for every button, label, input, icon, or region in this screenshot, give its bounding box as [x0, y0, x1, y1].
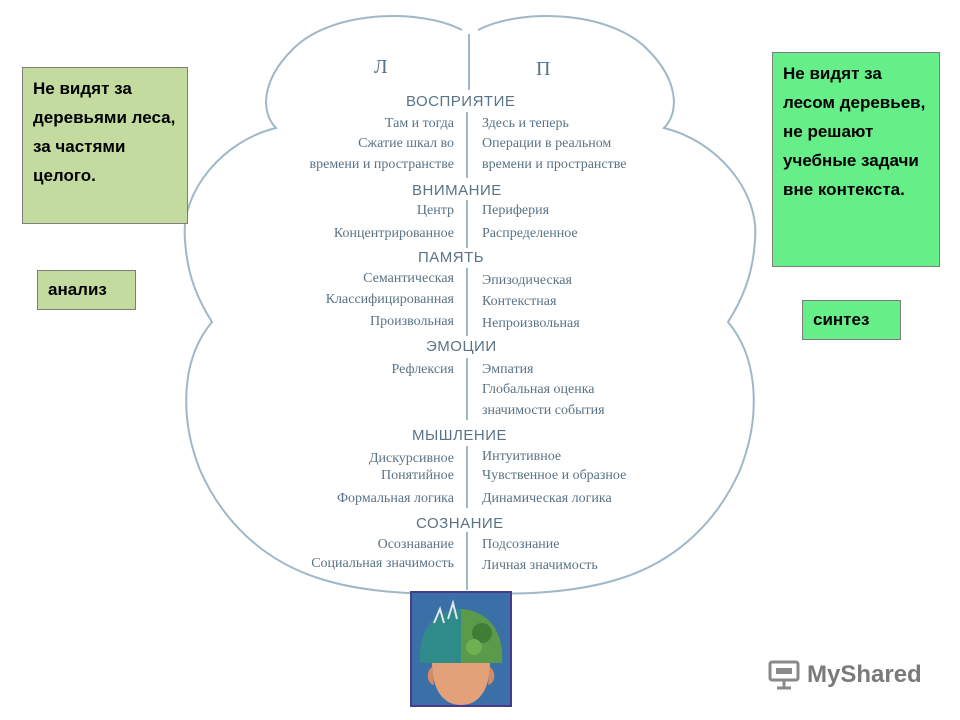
consciousness-left-item: Осознавание [377, 537, 454, 552]
consciousness-right-item: Личная значимость [482, 558, 598, 573]
brain-illustration-image [410, 591, 512, 707]
thinking-left-item: Дискурсивное [368, 451, 454, 466]
memory-left-item: Произвольная [370, 314, 454, 329]
memory-left-item: Семантическая [363, 271, 454, 286]
watermark-text: MyShared [807, 661, 922, 688]
thinking-right-item: Интуитивное [482, 449, 562, 464]
synthesis-label: синтез [802, 300, 901, 340]
perception-right-item: Операции в реальном [482, 136, 612, 151]
perception-left-item: Там и тогда [384, 116, 454, 131]
thinking-right-item: Динамическая логика [482, 491, 612, 506]
memory-right-item: Контекстная [482, 294, 557, 309]
perception-left-item: времени и пространстве [309, 157, 455, 172]
emotions-left-item: Рефлексия [391, 362, 454, 377]
section-heading-thinking: МЫШЛЕНИЕ [412, 427, 507, 444]
attention-left-item: Центр [416, 203, 454, 218]
consciousness-right-item: Подсознание [482, 537, 560, 552]
section-heading-emotions: ЭМОЦИИ [426, 338, 497, 355]
left-hemisphere-note: Не видят за деревьями леса, за частями ц… [22, 67, 188, 224]
section-heading-consciousness: СОЗНАНИЕ [416, 515, 504, 532]
attention-right-item: Распределенное [482, 226, 578, 241]
memory-right-item: Эпизодическая [482, 273, 572, 288]
perception-left-item: Сжатие шкал во [358, 136, 454, 151]
emotions-right-item: Эмпатия [482, 362, 534, 377]
perception-right-item: Здесь и теперь [482, 116, 569, 131]
myshared-watermark: MyShared [767, 655, 922, 695]
section-heading-perception: ВОСПРИЯТИЕ [406, 93, 516, 110]
thinking-left-item: Понятийное [380, 468, 454, 483]
right-hemisphere-note: Не видят за лесом деревьев, не решают уч… [772, 52, 940, 267]
section-heading-memory: ПАМЯТЬ [418, 249, 485, 266]
right-hemisphere-marker: П [536, 58, 551, 80]
emotions-right-item: значимости события [482, 403, 605, 418]
thinking-right-item: Чувственное и образное [482, 468, 627, 483]
memory-right-item: Непроизвольная [482, 316, 580, 331]
consciousness-left-item: Социальная значимость [311, 556, 454, 571]
section-heading-attention: ВНИМАНИЕ [412, 182, 502, 199]
analysis-label: анализ [37, 270, 136, 310]
memory-left-item: Классифицированная [325, 292, 454, 307]
left-hemisphere-marker: Л [374, 56, 388, 78]
emotions-right-item: Глобальная оценка [482, 382, 595, 397]
presentation-screen-icon [768, 660, 800, 690]
thinking-left-item: Формальная логика [337, 491, 454, 506]
perception-right-item: времени и пространстве [482, 157, 627, 172]
attention-right-item: Периферия [482, 203, 550, 218]
attention-left-item: Концентрированное [333, 226, 454, 241]
